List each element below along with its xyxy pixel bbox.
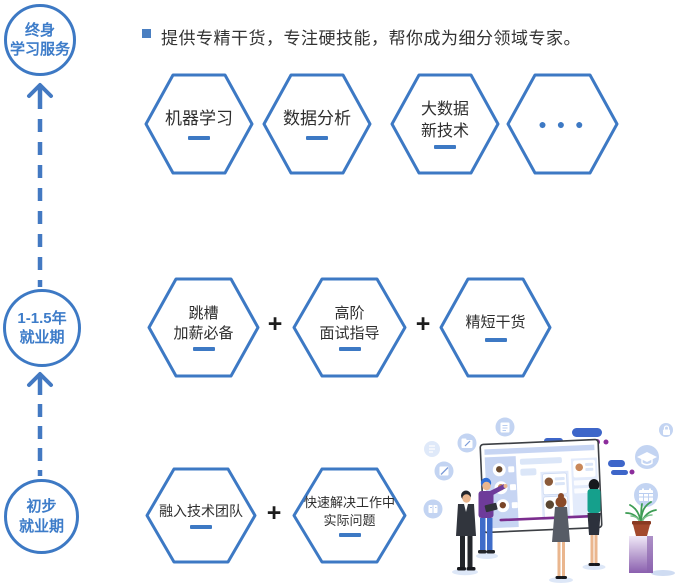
book-icon <box>423 499 443 519</box>
stage-label-line2: 就业期 <box>19 329 65 346</box>
underline-dash <box>338 347 361 352</box>
hex-solve-work-problems: 快速解决工作中 实际问题 <box>292 467 407 564</box>
hex-text: 精短干货 <box>465 313 526 331</box>
underline-dash <box>434 144 456 149</box>
hex-text: 融入技术团队 <box>159 502 243 519</box>
plus-sign: + <box>415 310 431 338</box>
hexagon-outline <box>292 277 407 378</box>
stage-label-line2: 学习服务 <box>9 41 70 58</box>
graduation-icon <box>635 445 659 469</box>
person-woman-front <box>549 493 573 583</box>
hexagon-outline <box>262 73 372 175</box>
hexagon-outline <box>292 467 407 564</box>
team-illustration <box>423 417 675 583</box>
underline-dash <box>190 525 212 530</box>
hex-data-analysis: 数据分析 <box>262 73 372 175</box>
hex-text: 新技术 <box>420 123 469 140</box>
plus-sign: + <box>267 310 283 338</box>
underline-dash <box>192 347 215 352</box>
up-arrow-dashed-1 <box>27 83 53 287</box>
underline-dash <box>484 338 507 343</box>
person-presenter <box>476 477 508 559</box>
bullet-square-icon <box>142 29 151 38</box>
hex-machine-learning: 机器学习 <box>144 73 254 175</box>
hex-concise-content: 精短干货 <box>439 277 552 378</box>
hexagon-outline <box>439 277 552 378</box>
folder-icon <box>457 433 477 453</box>
hex-more-skills: ● ● ● <box>506 73 619 175</box>
up-arrow-dashed-2 <box>27 372 53 476</box>
hex-text: 大数据 <box>420 101 469 119</box>
intro-text: 提供专精干货，专注硬技能，帮你成为细分领域专家。 <box>161 29 581 48</box>
underline-dash <box>188 135 210 140</box>
person-suit-man <box>452 490 478 576</box>
intro-line: 提供专精干货，专注硬技能，帮你成为细分领域专家。 <box>142 24 581 49</box>
presentation-board <box>479 438 603 534</box>
document-icon <box>424 441 440 457</box>
hex-text: 跳槽 <box>188 304 219 322</box>
stage-label-line1: 终身 <box>24 21 55 39</box>
hexagon-outline <box>144 73 254 175</box>
hex-join-tech-team: 融入技术团队 <box>145 467 257 564</box>
hex-text: 数据分析 <box>283 109 351 129</box>
plant <box>625 501 675 576</box>
calendar-icon <box>634 483 658 507</box>
hex-text: 快速解决工作中 <box>303 495 395 511</box>
lock-icon <box>659 423 673 437</box>
plus-sign: + <box>266 499 282 527</box>
chat-bubbles <box>544 428 635 475</box>
hex-text: 机器学习 <box>165 109 233 129</box>
hex-interview-coaching: 高阶 面试指导 <box>292 277 407 378</box>
notes-icon <box>495 417 515 437</box>
hex-text: 面试指导 <box>319 325 380 342</box>
stage-label-line1: 1-1.5年 <box>17 309 67 327</box>
hex-job-hop-raise: 跳槽 加薪必备 <box>147 277 260 378</box>
stage-label-line2: 就业期 <box>18 517 64 535</box>
stage-lifelong-learning: 终身 学习服务 <box>4 4 76 76</box>
tools-icon <box>434 461 454 481</box>
stage-1-1-5-year: 1-1.5年 就业期 <box>3 289 81 367</box>
hexagon-outline <box>145 467 257 564</box>
ellipsis-dots-icon: ● ● ● <box>538 115 587 132</box>
person-woman-right <box>582 479 606 570</box>
underline-dash <box>338 532 361 537</box>
stage-initial-employment: 初步 就业期 <box>4 479 79 554</box>
stage-label-line1: 初步 <box>26 498 57 515</box>
underline-dash <box>306 135 328 140</box>
hexagon-outline <box>147 277 260 378</box>
hexagon-outline <box>390 73 500 175</box>
hex-text: 高阶 <box>334 304 365 322</box>
hex-text: 实际问题 <box>323 513 376 528</box>
hex-big-data: 大数据 新技术 <box>390 73 500 175</box>
hexagon-outline <box>506 73 619 175</box>
hex-text: 加薪必备 <box>173 325 234 342</box>
